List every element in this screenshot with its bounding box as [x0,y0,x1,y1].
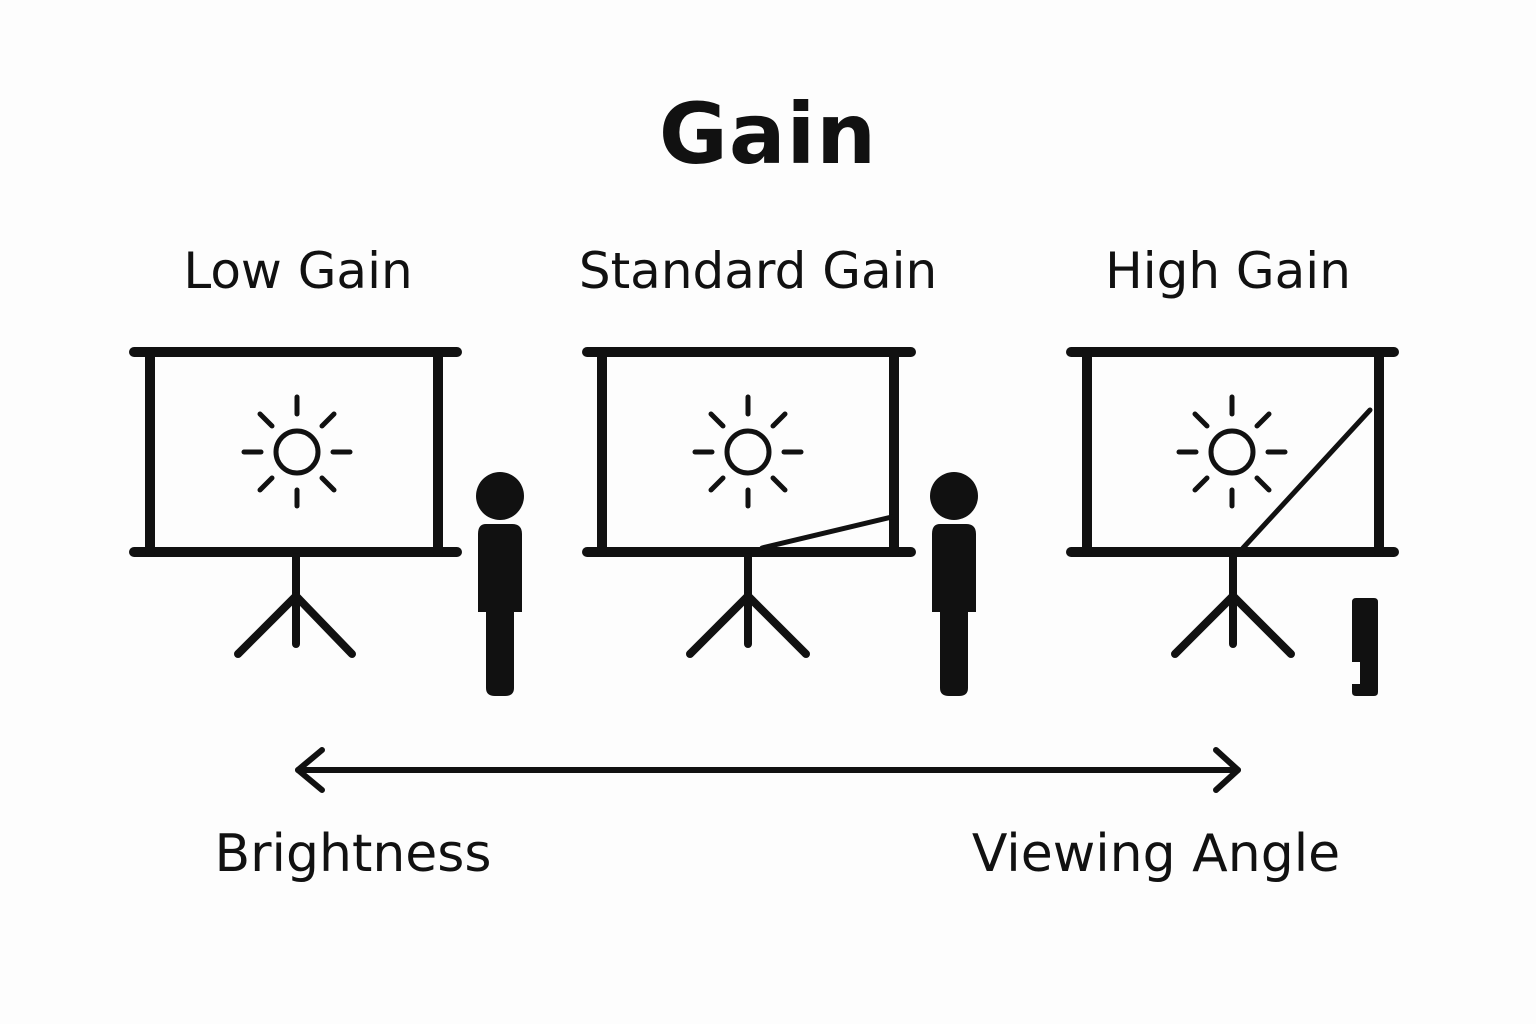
panel-standard-gain [582,347,978,696]
projector-screen-icon [1066,347,1399,658]
label-low-gain: Low Gain [183,242,413,300]
person-icon [1352,598,1378,696]
sun-icon [692,394,804,509]
sun-icon [1176,394,1288,509]
person-icon [930,472,978,696]
label-brightness: Brightness [214,824,492,884]
panel-low-gain [129,347,524,696]
projector-screen-icon [129,347,462,658]
reflection-ray [1240,407,1373,551]
label-standard-gain: Standard Gain [578,242,938,300]
label-viewing-angle: Viewing Angle [971,824,1341,884]
label-high-gain: High Gain [1105,242,1351,300]
sun-icon [241,394,353,509]
double-arrow-icon [295,747,1241,793]
diagram-title: Gain [658,85,878,183]
person-icon [476,472,524,696]
panel-high-gain [1066,347,1399,696]
projector-screen-icon [582,347,916,658]
reflection-ray [759,514,895,551]
